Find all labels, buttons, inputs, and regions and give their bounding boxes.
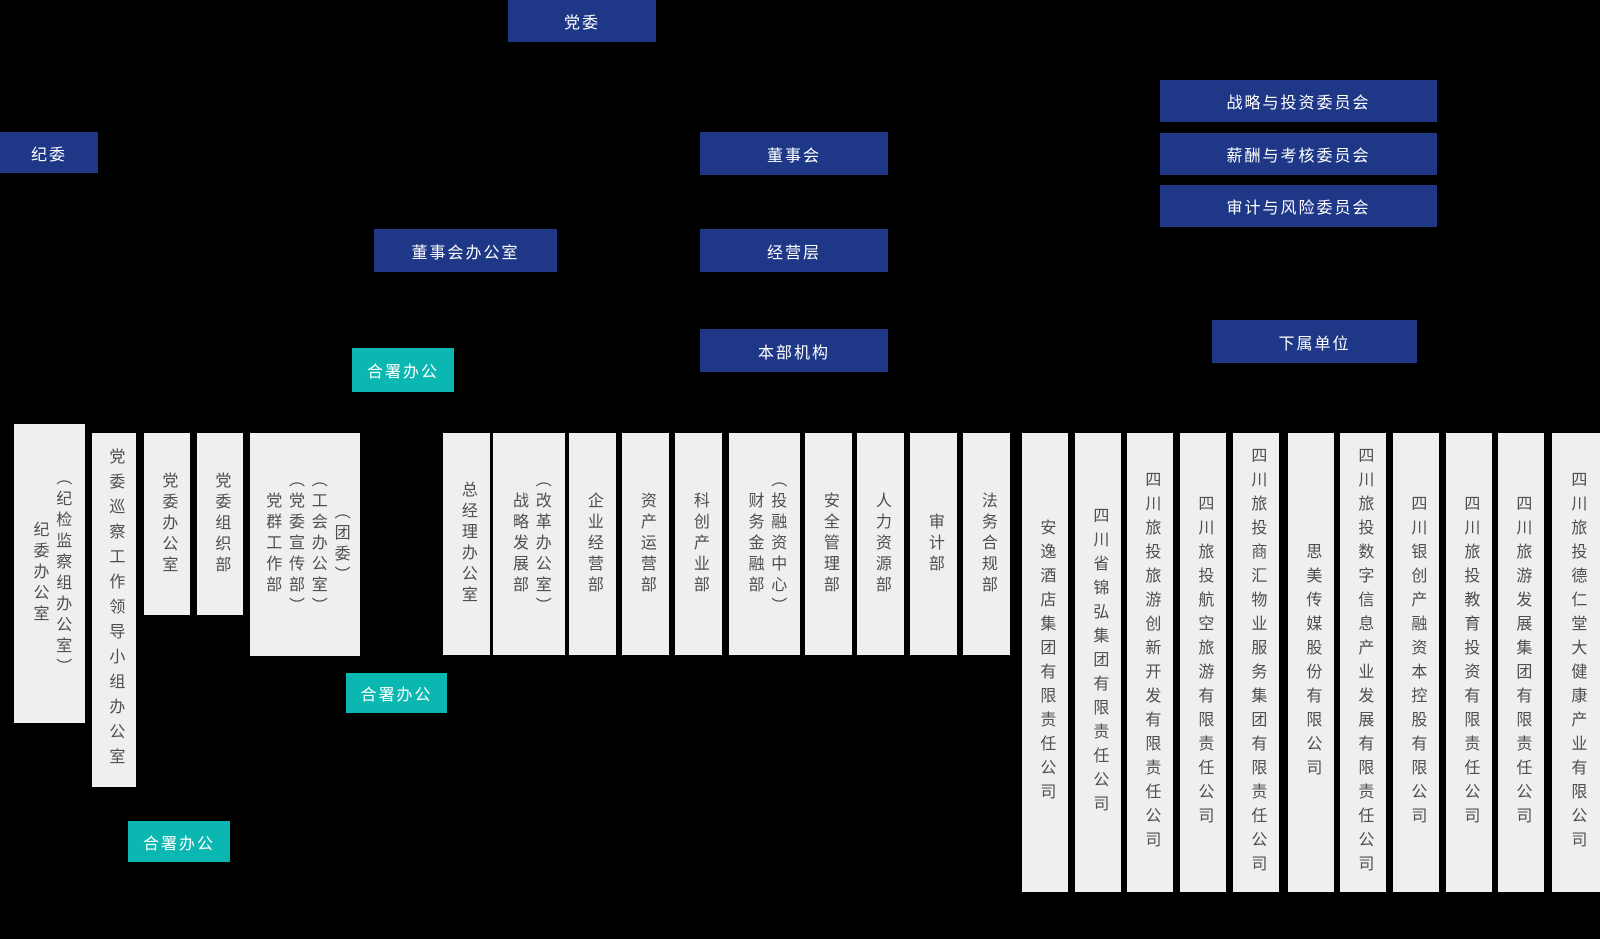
subsidiary-label: 安逸酒店集团有限责任公司 [1037, 518, 1055, 807]
dept-enterprise-operation: 企业经营部 [569, 433, 616, 655]
subsidiary-label: 四川旅投旅游创新开发有限责任公司 [1142, 470, 1160, 855]
subsidiary-tourism-development-group: 四川旅游发展集团有限责任公司 [1498, 433, 1544, 892]
dept-label: 党委巡察工作领导小组办公室 [106, 447, 124, 773]
dept-audit: 审计部 [910, 433, 957, 655]
committee-strategy-investment: 战略与投资委员会 [1160, 80, 1437, 122]
dept-label: 党委办公室 [159, 471, 177, 577]
dept-label: 党委组织部 [212, 471, 230, 577]
dept-label: 科创产业部 [690, 491, 708, 597]
subsidiary-label: 四川旅投教育投资有限责任公司 [1461, 494, 1479, 831]
subsidiary-label: 四川旅投数字信息产业发展有限责任公司 [1355, 446, 1373, 879]
dept-party-organization: 党委组织部 [197, 433, 243, 615]
subsidiary-shanghui-property-service: 四川旅投商汇物业服务集团有限责任公司 [1233, 433, 1279, 892]
subsidiary-education-investment: 四川旅投教育投资有限责任公司 [1446, 433, 1492, 892]
node-board-office: 董事会办公室 [374, 229, 557, 272]
subsidiary-derentang-health-industry: 四川旅投德仁堂大健康产业有限公司 [1552, 433, 1600, 892]
dept-label-annotation: （党委宣传部） [286, 471, 303, 618]
node-discipline-committee: 纪委 [0, 132, 98, 173]
node-board: 董事会 [700, 132, 888, 175]
dept-human-resources: 人力资源部 [857, 433, 904, 655]
subsidiary-label: 四川旅游发展集团有限责任公司 [1513, 494, 1531, 831]
dept-label: 审计部 [925, 512, 943, 576]
dept-label: 人力资源部 [872, 491, 890, 597]
subsidiary-label: 四川旅投航空旅游有限责任公司 [1195, 494, 1213, 831]
subsidiary-anyi-hotel-group: 安逸酒店集团有限责任公司 [1022, 433, 1068, 892]
dept-label: 安全管理部 [820, 491, 838, 597]
dept-legal-compliance: 法务合规部 [963, 433, 1010, 655]
subsidiary-label: 四川旅投商汇物业服务集团有限责任公司 [1248, 446, 1266, 879]
dept-label: 总经理办公室 [458, 481, 476, 607]
dept-asset-operation: 资产运营部 [622, 433, 669, 655]
dept-party-office: 党委办公室 [144, 433, 190, 615]
dept-label-annotation: （纪检监察组办公室） [53, 468, 71, 679]
subsidiary-label: 思美传媒股份有限公司 [1303, 542, 1321, 783]
dept-label: 党群工作部 [263, 492, 281, 597]
subsidiary-yinchuang-capital-holding: 四川银创产融资本控股有限公司 [1393, 433, 1439, 892]
dept-label-annotation: （投融资中心） [768, 470, 786, 618]
subsidiary-label: 四川省锦弘集团有限责任公司 [1090, 506, 1108, 819]
dept-label: 资产运营部 [637, 491, 655, 597]
joint-office-badge-top: 合署办公 [352, 348, 454, 392]
dept-label-annotation: （团委） [331, 502, 349, 587]
dept-safety-management: 安全管理部 [805, 433, 852, 655]
node-subordinate-units: 下属单位 [1212, 320, 1417, 363]
dept-discipline-office: 纪委办公室 （纪检监察组办公室） [14, 424, 85, 723]
dept-gm-office: 总经理办公室 [443, 433, 490, 655]
dept-label: 纪委办公室 [30, 521, 48, 626]
node-headquarters: 本部机构 [700, 329, 888, 372]
committee-compensation-assessment: 薪酬与考核委员会 [1160, 133, 1437, 175]
subsidiary-label: 四川旅投德仁堂大健康产业有限公司 [1568, 470, 1586, 855]
subsidiary-tourism-innovation-development: 四川旅投旅游创新开发有限责任公司 [1127, 433, 1173, 892]
dept-finance: 财务金融部 （投融资中心） [729, 433, 800, 655]
dept-label: 法务合规部 [978, 491, 996, 597]
dept-label-annotation: （改革办公室） [532, 470, 550, 618]
joint-office-badge-bottom: 合署办公 [128, 821, 230, 862]
dept-label: 财务金融部 [745, 491, 763, 597]
dept-party-mass-work: 党群工作部 （党委宣传部） （工会办公室） （团委） [250, 433, 360, 656]
subsidiary-simei-media: 思美传媒股份有限公司 [1288, 433, 1334, 892]
subsidiary-jinhong-group: 四川省锦弘集团有限责任公司 [1075, 433, 1121, 892]
dept-label-annotation: （工会办公室） [308, 471, 326, 618]
subsidiary-label: 四川银创产融资本控股有限公司 [1408, 494, 1426, 831]
dept-strategy-development: 战略发展部 （改革办公室） [493, 433, 565, 655]
subsidiary-digital-information-industry: 四川旅投数字信息产业发展有限责任公司 [1340, 433, 1386, 892]
node-party-committee: 党委 [508, 0, 656, 42]
committee-audit-risk: 审计与风险委员会 [1160, 185, 1437, 227]
joint-office-badge-middle: 合署办公 [346, 673, 447, 713]
subsidiary-aviation-tourism: 四川旅投航空旅游有限责任公司 [1180, 433, 1226, 892]
node-management-level: 经营层 [700, 229, 888, 272]
dept-label: 企业经营部 [584, 491, 602, 597]
dept-label: 战略发展部 [510, 491, 527, 597]
dept-scitech-industry: 科创产业部 [675, 433, 722, 655]
dept-inspection-leading-group-office: 党委巡察工作领导小组办公室 [92, 433, 136, 787]
